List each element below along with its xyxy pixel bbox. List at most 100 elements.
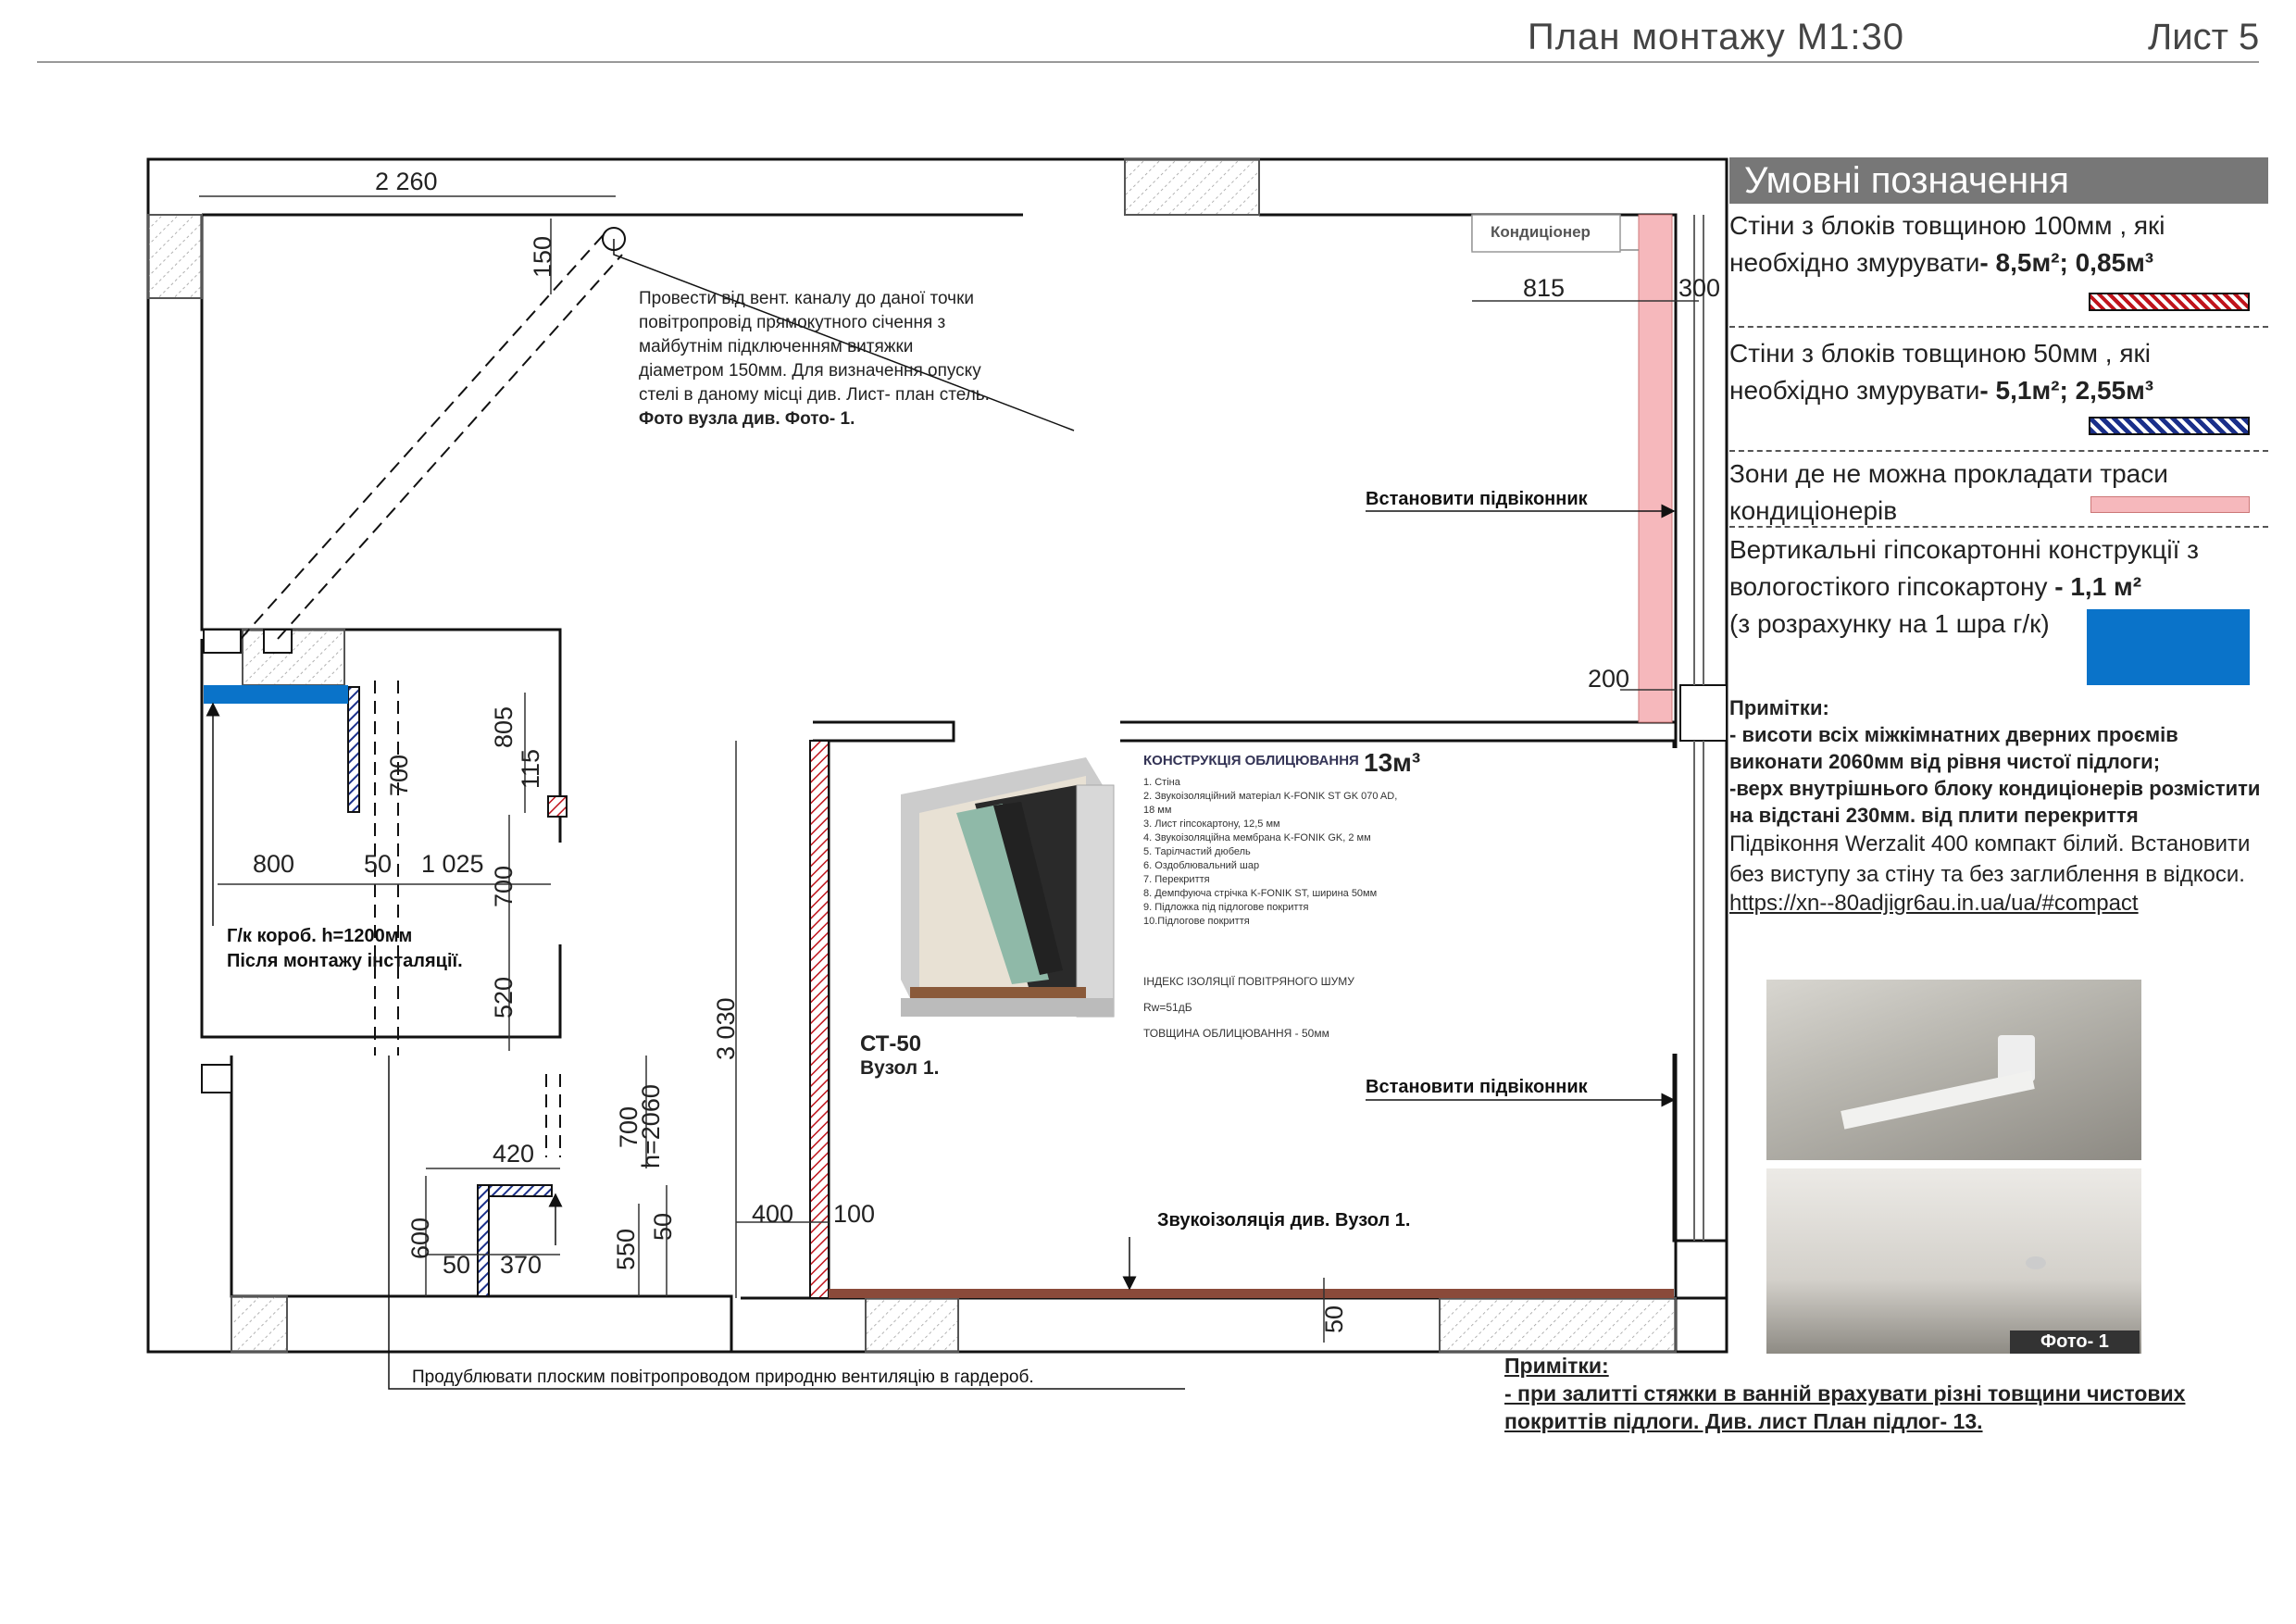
legend-item-gk: Вертикальні гіпсокартонні конструкції з …	[1729, 528, 2268, 689]
dim-550: 550	[612, 1229, 640, 1270]
legend-swatch-pink	[2090, 496, 2250, 513]
legend-text: Стіни з блоків товщиною 100мм , які необ…	[1729, 211, 2165, 277]
sill-link[interactable]: https://xn--80adjigr6au.in.ua/ua/#compac…	[1729, 891, 2139, 916]
card-layer: 4. Звукоізоляційна мембрана K-FONIK GK, …	[1143, 832, 1371, 843]
dim-700a: 700	[385, 755, 413, 796]
dim-800: 800	[253, 850, 294, 878]
sheet-number: Лист 5	[2148, 17, 2260, 57]
card-layer: 9. Підложка під підлогове покриття	[1143, 902, 1309, 913]
gk-structure	[204, 685, 348, 704]
dim-700b: 700	[490, 866, 518, 907]
dim-50b: 50	[443, 1251, 470, 1279]
new-wall-100	[809, 740, 830, 1299]
card-index-value: Rw=51дБ	[1143, 1001, 1192, 1014]
card-title: КОНСТРУКЦІЯ ОБЛИЦЮВАННЯ	[1143, 753, 1359, 768]
floor-finish	[829, 1289, 1674, 1298]
duct-note-line: Провести від вент. каналу до даної точки	[639, 289, 974, 308]
dim-200: 200	[1588, 665, 1629, 693]
dim-150: 150	[529, 236, 556, 278]
sill-spec: Підвіконня Werzalit 400 компакт білий. В…	[1729, 831, 2251, 887]
photo-duct-pipe	[1841, 1070, 2035, 1130]
soundproof-label: Звукоізоляція див. Вузол 1.	[1157, 1210, 1411, 1230]
existing-walls	[147, 158, 1728, 1353]
gk-box-note: Після монтажу інсталяції.	[227, 951, 463, 971]
dimension-labels: 2 260 150 815 300 200 805 115 700 800 50…	[253, 168, 1720, 1333]
legend-item-wall-100: Стіни з блоків товщиною 100мм , які необ…	[1729, 204, 2268, 328]
card-index-title: ІНДЕКС ІЗОЛЯЦІЇ ПОВІТРЯНОГО ШУМУ	[1143, 975, 1354, 988]
dim-50d: 50	[1320, 1305, 1348, 1333]
dim-1025: 1 025	[421, 850, 484, 878]
card-thickness: ТОВЩИНА ОБЛИЦЮВАННЯ - 50мм	[1143, 1027, 1329, 1040]
dim-600: 600	[406, 1218, 434, 1259]
legend-value: - 1,1 м²	[2047, 572, 2142, 601]
dim-520: 520	[490, 977, 518, 1018]
notes-top: Примітки: - висоти всіх міжкімнатних две…	[1729, 694, 2276, 917]
duct-note-line: майбутнім підключенням витяжки	[639, 337, 914, 356]
legend-swatch-blue	[2087, 609, 2250, 685]
duct-note: Провести від вент. каналу до даної точки…	[639, 287, 990, 431]
card-layer: 5. Тарілчастий дюбель	[1143, 846, 1251, 857]
new-wall-50	[347, 686, 360, 813]
legend-text: Стіни з блоків товщиною 50мм , які необх…	[1729, 339, 2151, 405]
dim-400: 400	[752, 1200, 793, 1228]
legend-value: - 5,1м²; 2,55м³	[1979, 376, 2154, 405]
dim-h2060: h=2060	[637, 1084, 665, 1168]
card-code: СТ-50	[860, 1031, 922, 1056]
duct-route	[240, 231, 623, 1157]
vent-note: Продублювати плоским повітропроводом при…	[412, 1368, 1034, 1387]
dim-420: 420	[493, 1140, 534, 1168]
legend-title: Умовні позначення	[1729, 157, 2268, 204]
dim-100: 100	[833, 1200, 875, 1228]
card-layer: 7. Перекриття	[1143, 874, 1210, 885]
dim-50c: 50	[649, 1213, 677, 1241]
notes-title: Примітки:	[1504, 1354, 1609, 1378]
legend-swatch-red-hatch	[2089, 293, 2250, 311]
card-node: Вузол 1.	[860, 1057, 940, 1079]
legend: Умовні позначення Стіни з блоків товщино…	[1729, 157, 2268, 689]
card-layer: 3. Лист гіпсокартону, 12,5 мм	[1143, 818, 1280, 830]
dimension-lines	[199, 195, 1699, 1343]
dim-300: 300	[1678, 274, 1720, 302]
dim-115: 115	[517, 749, 544, 789]
card-layer: 18 мм	[1143, 805, 1172, 816]
duct-note-line: стелі в даному місці див. Лист- план сте…	[639, 385, 990, 405]
dim-805: 805	[490, 706, 518, 748]
card-layers: 1. Стіна 2. Звукоізоляційний матеріал K-…	[1143, 776, 1495, 929]
note-line: - при залитті стяжки в ванній врахувати …	[1504, 1381, 2186, 1433]
legend-value: - 8,5м²; 0,85м³	[1979, 248, 2154, 277]
card-layer: 8. Демпфуюча стрічка K-FONIK ST, ширина …	[1143, 888, 1378, 899]
sill-label-1: Встановити підвіконник	[1366, 489, 1588, 509]
legend-text: Зони де не можна прокладати траси кондиц…	[1729, 459, 2168, 525]
card-layer: 6. Оздоблювальний шар	[1143, 860, 1260, 871]
dim-3030: 3 030	[712, 997, 740, 1060]
photo-ceiling-spot	[2026, 1256, 2046, 1269]
duct-note-line: діаметром 150мм. Для визначення опуску	[639, 361, 981, 381]
legend-swatch-blue-hatch	[2089, 417, 2250, 435]
dim-370: 370	[500, 1251, 542, 1279]
sheet-title: План монтажу М1:30	[1528, 17, 1904, 57]
card-layer: 1. Стіна	[1143, 777, 1180, 788]
dim-815: 815	[1523, 274, 1565, 302]
sheet-header: План монтажу М1:30 Лист 5	[0, 0, 2296, 65]
duct-note-photo-ref: Фото вузла див. Фото- 1.	[639, 409, 855, 429]
notes-title: Примітки:	[1729, 696, 1829, 719]
header-rule	[37, 61, 2259, 63]
card-layer: 10.Підлогове покриття	[1143, 916, 1250, 927]
legend-item-wall-50: Стіни з блоків товщиною 50мм , які необх…	[1729, 328, 2268, 452]
note-line: -верх внутрішнього блоку кондиціонерів р…	[1729, 777, 2261, 827]
photo-label: Фото- 1	[2010, 1330, 2140, 1354]
legend-text: Вертикальні гіпсокартонні конструкції з …	[1729, 535, 2199, 601]
dim-700c: 700	[615, 1106, 643, 1148]
note-line: - висоти всіх міжкімнатних дверних проєм…	[1729, 723, 2178, 773]
wall-section-illustration	[901, 757, 1115, 1018]
construction-card: КОНСТРУКЦІЯ ОБЛИЦЮВАННЯ 13м³ 1. Стіна 2.…	[838, 748, 1690, 1079]
card-index: ІНДЕКС ІЗОЛЯЦІЇ ПОВІТРЯНОГО ШУМУ Rw=51дБ…	[1143, 968, 1354, 1046]
duct-note-line: повітропровід прямокутного січення з	[639, 313, 946, 332]
card-layer: 2. Звукоізоляційний матеріал K-FONIK ST …	[1143, 791, 1398, 802]
legend-item-no-ac: Зони де не можна прокладати траси кондиц…	[1729, 452, 2268, 528]
notes-bottom: Примітки: - при залитті стяжки в ванній …	[1504, 1352, 2282, 1435]
dim-50a: 50	[364, 850, 392, 878]
legend-text: (з розрахунку на 1 шра г/к)	[1729, 609, 2050, 638]
dim-2260: 2 260	[375, 168, 438, 195]
